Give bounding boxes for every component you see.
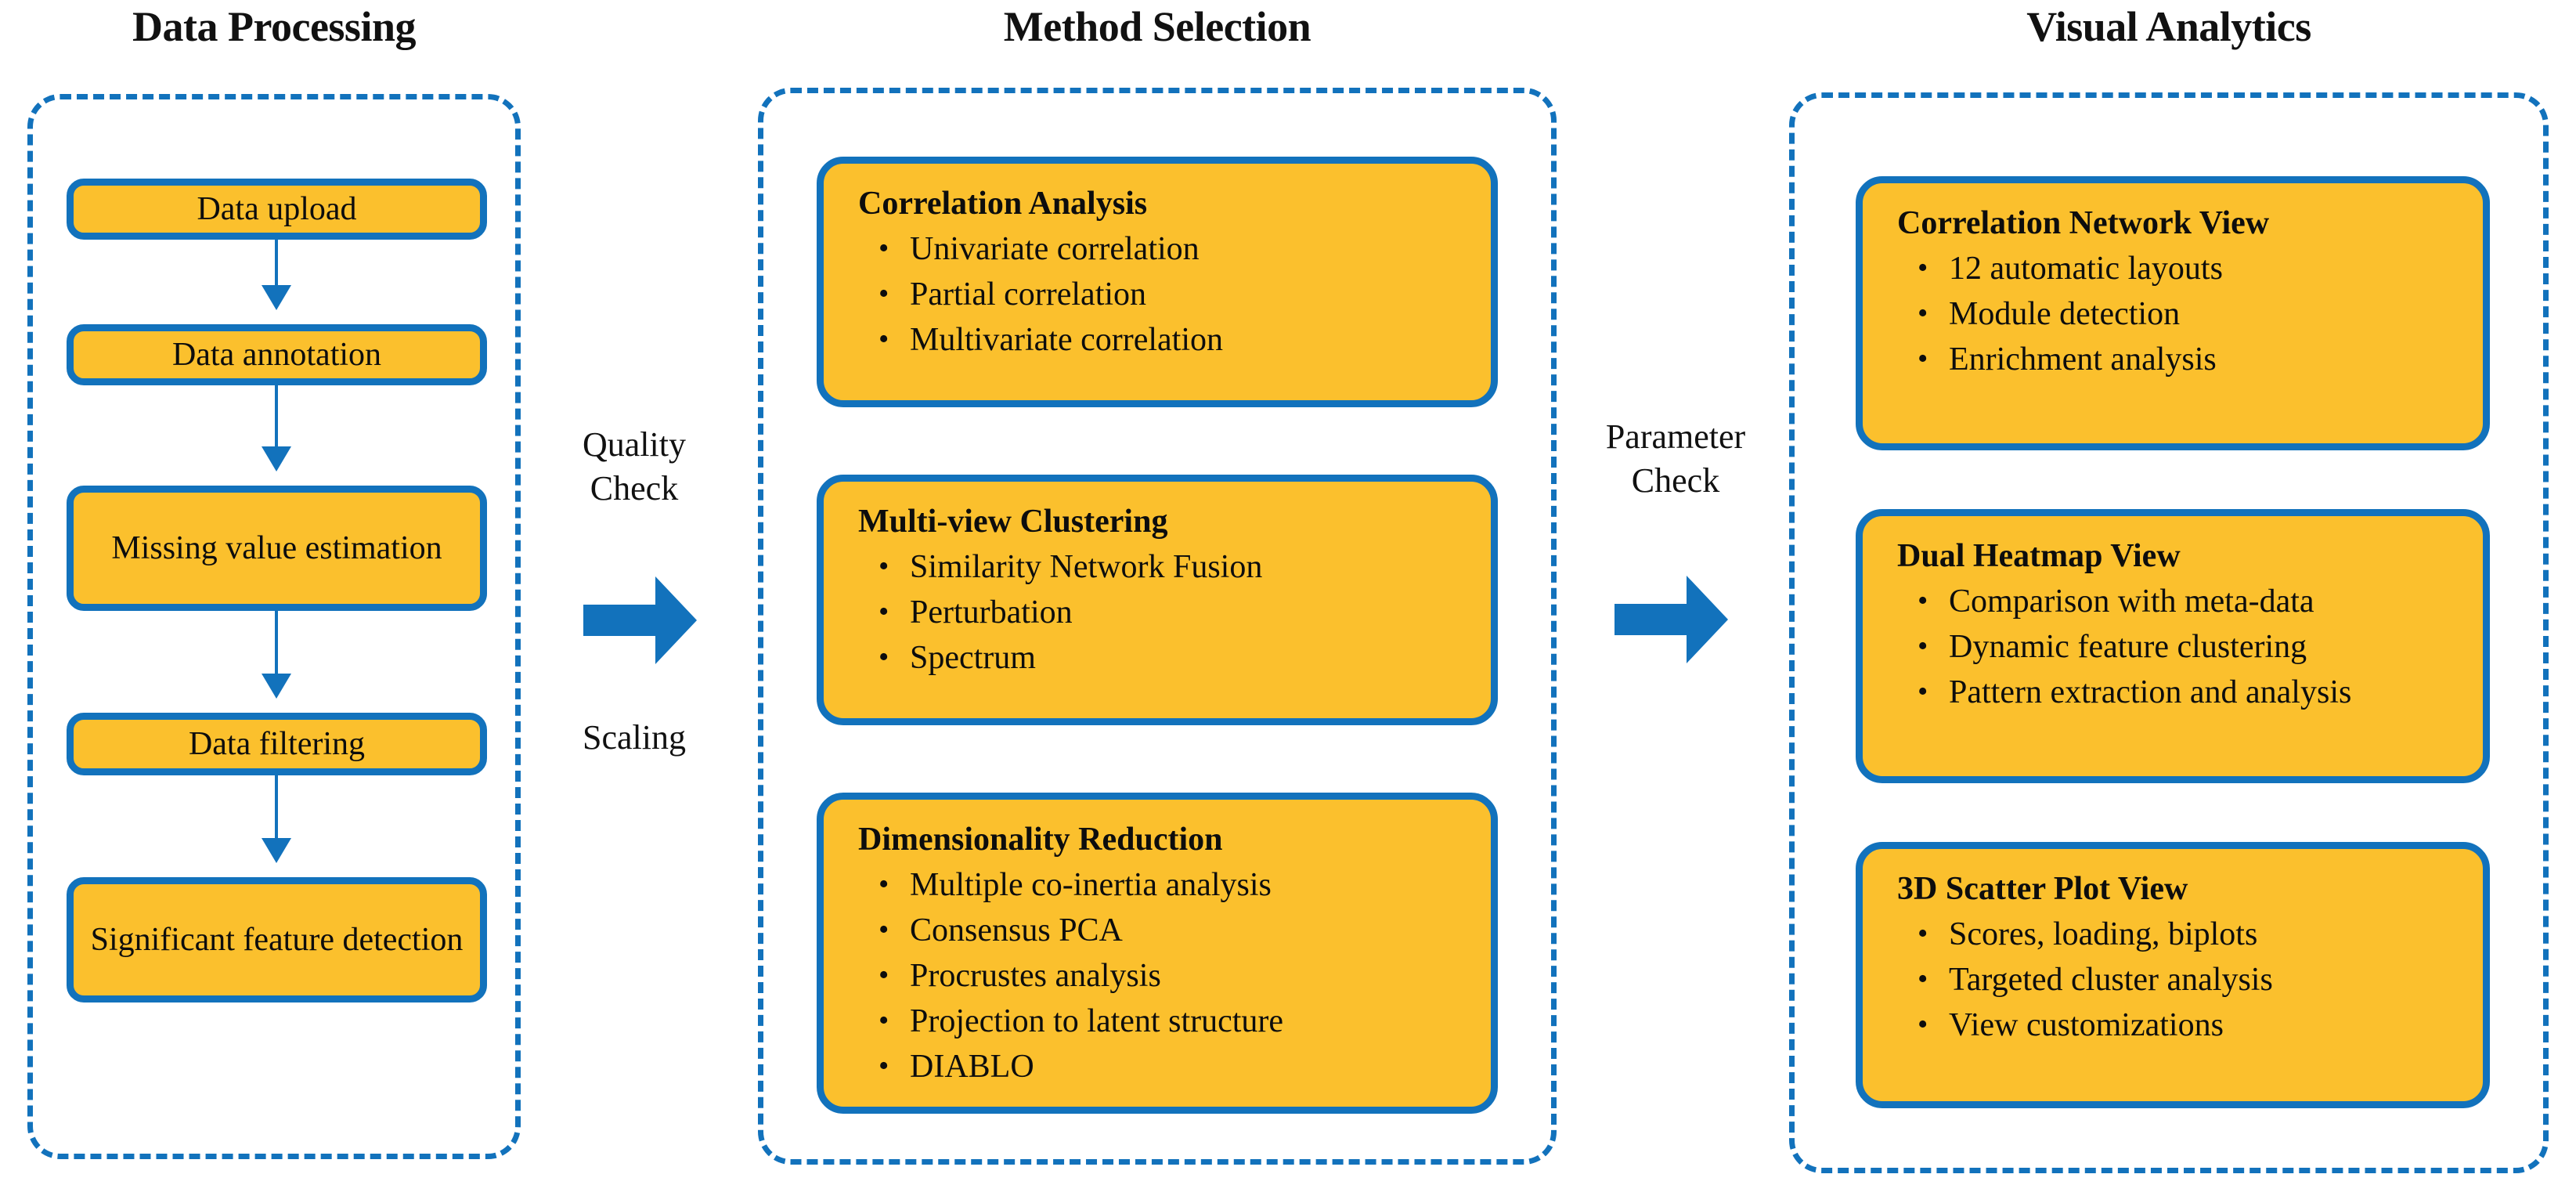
- card-title: 3D Scatter Plot View: [1897, 871, 2188, 907]
- group-container-method-selection: [758, 88, 1557, 1165]
- transition-label-quality-check-line1: Quality: [583, 425, 686, 464]
- transition-label-parameter-check-line2: Check: [1631, 461, 1720, 500]
- list-item: Spectrum: [879, 634, 1467, 681]
- list-item: Pattern extraction and analysis: [1918, 669, 2459, 715]
- connector-arrow-icon: [262, 285, 291, 310]
- stage-arrow-icon-parameter-check: [1615, 576, 1728, 663]
- column-title-visual-analytics: Visual Analytics: [2026, 3, 2311, 50]
- list-item: 12 automatic layouts: [1918, 245, 2459, 291]
- step-box-missing-value-estimation[interactable]: Missing value estimation: [67, 486, 487, 611]
- step-label: Significant feature detection: [90, 922, 464, 958]
- list-item: Targeted cluster analysis: [1918, 956, 2459, 1002]
- group-container-data-processing: [27, 94, 521, 1159]
- list-item: Univariate correlation: [879, 226, 1467, 272]
- connector-line: [275, 611, 278, 677]
- list-item: DIABLO: [879, 1043, 1467, 1089]
- step-label: Data annotation: [171, 337, 382, 373]
- list-item: Consensus PCA: [879, 907, 1467, 953]
- card-dimensionality-reduction[interactable]: Dimensionality Reduction Multiple co-ine…: [817, 793, 1498, 1114]
- step-label: Data filtering: [188, 726, 366, 762]
- step-box-significant-feature-detection[interactable]: Significant feature detection: [67, 877, 487, 1002]
- card-correlation-network-view[interactable]: Correlation Network View 12 automatic la…: [1856, 176, 2490, 450]
- card-3d-scatter-plot-view[interactable]: 3D Scatter Plot View Scores, loading, bi…: [1856, 842, 2490, 1108]
- connector-arrow-icon: [262, 446, 291, 471]
- card-title: Dual Heatmap View: [1897, 538, 2181, 574]
- connector-arrow-icon: [262, 838, 291, 863]
- list-item: Multiple co-inertia analysis: [879, 862, 1467, 908]
- step-label: Missing value estimation: [111, 530, 442, 566]
- list-item: Scores, loading, biplots: [1918, 911, 2459, 957]
- connector-line: [275, 775, 278, 841]
- card-dual-heatmap-view[interactable]: Dual Heatmap View Comparison with meta-d…: [1856, 509, 2490, 783]
- step-box-data-annotation[interactable]: Data annotation: [67, 324, 487, 385]
- card-bullet-list: Similarity Network Fusion Perturbation S…: [858, 544, 1467, 681]
- transition-label-parameter-check-line1: Parameter: [1605, 417, 1746, 456]
- card-bullet-list: Comparison with meta-data Dynamic featur…: [1897, 578, 2459, 715]
- card-bullet-list: Univariate correlation Partial correlati…: [858, 226, 1467, 363]
- step-box-data-filtering[interactable]: Data filtering: [67, 713, 487, 775]
- card-title: Dimensionality Reduction: [858, 822, 1223, 858]
- list-item: Partial correlation: [879, 271, 1467, 317]
- connector-arrow-icon: [262, 674, 291, 699]
- card-multi-view-clustering[interactable]: Multi-view Clustering Similarity Network…: [817, 475, 1498, 725]
- card-title: Multi-view Clustering: [858, 504, 1168, 540]
- list-item: Projection to latent structure: [879, 998, 1467, 1044]
- stage-arrow-icon-quality-check: [583, 576, 697, 664]
- connector-line: [275, 240, 278, 288]
- card-title: Correlation Analysis: [858, 186, 1148, 222]
- card-bullet-list: 12 automatic layouts Module detection En…: [1897, 245, 2459, 382]
- list-item: Dynamic feature clustering: [1918, 623, 2459, 670]
- connector-line: [275, 385, 278, 450]
- group-container-visual-analytics: [1789, 92, 2549, 1173]
- list-item: Procrustes analysis: [879, 952, 1467, 999]
- step-label: Data upload: [197, 191, 357, 227]
- list-item: Multivariate correlation: [879, 316, 1467, 363]
- step-box-data-upload[interactable]: Data upload: [67, 179, 487, 240]
- list-item: View customizations: [1918, 1002, 2459, 1048]
- list-item: Perturbation: [879, 589, 1467, 635]
- transition-label-scaling: Scaling: [583, 718, 686, 757]
- card-correlation-analysis[interactable]: Correlation Analysis Univariate correlat…: [817, 157, 1498, 407]
- transition-label-quality-check-line2: Check: [590, 469, 679, 508]
- card-bullet-list: Multiple co-inertia analysis Consensus P…: [858, 862, 1467, 1089]
- card-bullet-list: Scores, loading, biplots Targeted cluste…: [1897, 911, 2459, 1048]
- list-item: Similarity Network Fusion: [879, 544, 1467, 590]
- list-item: Enrichment analysis: [1918, 336, 2459, 382]
- list-item: Comparison with meta-data: [1918, 578, 2459, 624]
- column-title-method-selection: Method Selection: [1003, 3, 1311, 50]
- list-item: Module detection: [1918, 291, 2459, 337]
- column-title-data-processing: Data Processing: [132, 3, 416, 50]
- card-title: Correlation Network View: [1897, 205, 2270, 241]
